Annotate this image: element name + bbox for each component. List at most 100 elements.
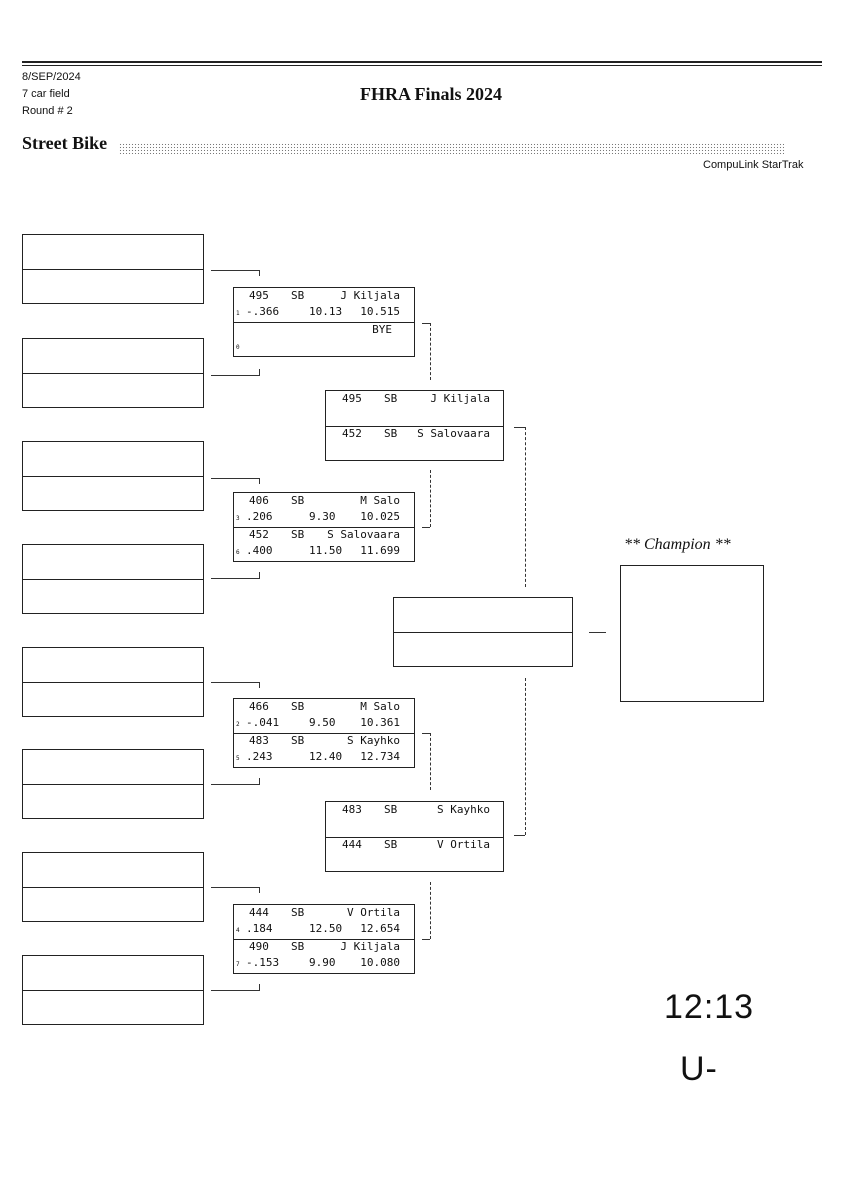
car-class: SB: [291, 700, 305, 713]
handwritten-initials: U-: [680, 1050, 718, 1088]
dotted-leader: [119, 143, 784, 154]
lane-number: 2: [236, 721, 240, 728]
dial-in: 10.13: [309, 305, 343, 318]
connector: [211, 784, 260, 785]
connector: [259, 778, 260, 784]
driver-name: S Salovaara: [327, 528, 400, 541]
car-number: 483: [249, 734, 269, 747]
lane-number: 6: [236, 549, 240, 556]
round1-box-5: [22, 647, 204, 717]
elapsed-time: 10.515: [360, 305, 400, 318]
round1-box-7: [22, 852, 204, 922]
connector: [259, 270, 260, 276]
driver-name: S Kayhko: [347, 734, 400, 747]
dial-in: 9.50: [309, 716, 336, 729]
connector: [430, 882, 431, 939]
car-number: 466: [249, 700, 269, 713]
connector: [514, 835, 525, 836]
event-date: 8/SEP/2024: [22, 71, 81, 83]
car-number: 483: [342, 803, 362, 816]
reaction-time: -.366: [246, 305, 280, 318]
connector: [211, 578, 260, 579]
class-name: Street Bike: [22, 133, 108, 153]
car-number: 495: [342, 392, 362, 405]
connector: [422, 323, 430, 324]
reaction-time: .400: [246, 544, 273, 557]
connector: [211, 478, 260, 479]
connector: [211, 270, 260, 271]
driver-name: M Salo: [360, 494, 400, 507]
dial-in: 12.50: [309, 922, 343, 935]
semifinal-box-1: 495 SB J Kiljala 452 SB S Salovaara: [325, 390, 504, 461]
driver-name: J Kiljala: [340, 289, 400, 302]
lane-number: 0: [236, 344, 240, 351]
round1-box-2: [22, 338, 204, 408]
connector: [514, 427, 525, 428]
driver-name: J Kiljala: [430, 392, 490, 405]
connector: [259, 572, 260, 578]
lane-number: 4: [236, 927, 240, 934]
lane-number: 7: [236, 961, 240, 968]
champion-label: ** Champion **: [624, 536, 731, 553]
connector: [525, 678, 526, 835]
round2-match-4: 444 SB V Ortila 4 .184 12.50 12.654 490 …: [233, 904, 415, 974]
car-number: 495: [249, 289, 269, 302]
brand-label: CompuLink StarTrak: [703, 159, 804, 171]
lane-number: 3: [236, 515, 240, 522]
car-class: SB: [384, 803, 398, 816]
handwritten-time: 12:13: [664, 988, 755, 1026]
connector: [422, 733, 430, 734]
round2-match-3: 466 SB M Salo 2 -.041 9.50 10.361 483 SB…: [233, 698, 415, 768]
lane-number: 1: [236, 310, 240, 317]
connector: [430, 470, 431, 527]
car-number: 444: [249, 906, 269, 919]
connector: [211, 375, 260, 376]
car-number: 444: [342, 838, 362, 851]
reaction-time: -.153: [246, 956, 280, 969]
driver-name: S Kayhko: [437, 803, 490, 816]
elapsed-time: 12.654: [360, 922, 400, 935]
connector: [211, 990, 260, 991]
connector: [430, 323, 431, 380]
reaction-time: .184: [246, 922, 273, 935]
round2-match-2: 406 SB M Salo 3 .206 9.30 10.025 452 SB …: [233, 492, 415, 562]
car-class: SB: [291, 289, 305, 302]
reaction-time: .206: [246, 510, 273, 523]
connector: [525, 427, 526, 587]
car-class: SB: [384, 392, 398, 405]
car-class: SB: [384, 838, 398, 851]
car-class: SB: [291, 528, 305, 541]
connector: [259, 682, 260, 688]
connector: [211, 682, 260, 683]
dial-in: 9.90: [309, 956, 336, 969]
driver-name: V Ortila: [437, 838, 490, 851]
car-class: SB: [291, 940, 305, 953]
round1-box-3: [22, 441, 204, 511]
connector: [589, 632, 606, 633]
car-number: 406: [249, 494, 269, 507]
driver-name: S Salovaara: [417, 427, 490, 440]
car-number: 490: [249, 940, 269, 953]
connector: [259, 887, 260, 893]
driver-name: M Salo: [360, 700, 400, 713]
car-number: 452: [342, 427, 362, 440]
reaction-time: .243: [246, 750, 273, 763]
connector: [430, 733, 431, 790]
dial-in: 11.50: [309, 544, 343, 557]
car-class: SB: [384, 427, 398, 440]
dial-in: 12.40: [309, 750, 343, 763]
connector: [422, 939, 430, 940]
driver-name: J Kiljala: [340, 940, 400, 953]
driver-name: V Ortila: [347, 906, 400, 919]
driver-name: BYE: [372, 323, 392, 336]
elapsed-time: 10.025: [360, 510, 400, 523]
field-size: 7 car field: [22, 88, 70, 100]
connector: [211, 887, 260, 888]
final-box: [393, 597, 573, 667]
car-class: SB: [291, 906, 305, 919]
elapsed-time: 10.080: [360, 956, 400, 969]
event-title: FHRA Finals 2024: [360, 84, 503, 104]
elapsed-time: 10.361: [360, 716, 400, 729]
car-class: SB: [291, 734, 305, 747]
lane-number: 5: [236, 755, 240, 762]
